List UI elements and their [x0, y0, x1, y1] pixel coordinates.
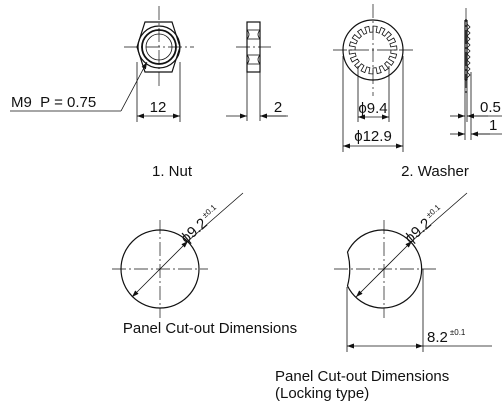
washer-outer-diameter-label: ϕ12.9	[354, 128, 392, 145]
washer-tab-offset-label: 1	[489, 117, 497, 134]
washer-front-view	[333, 4, 413, 152]
cutout-locking-caption-line1: Panel Cut-out Dimensions	[275, 368, 449, 385]
cutout-locking-diameter-label: ϕ9.2±0.1	[401, 202, 449, 247]
cutout-diameter-label: ϕ9.2±0.1	[177, 202, 225, 247]
washer-thickness-label: 0.5	[480, 99, 501, 116]
nut-across-flats-label: 12	[150, 99, 167, 116]
washer-side-view	[450, 8, 502, 140]
washer-caption: 2. Washer	[401, 163, 469, 180]
nut-thread-label: M9 P = 0.75	[11, 94, 96, 111]
cutout-caption: Panel Cut-out Dimensions	[123, 320, 297, 337]
nut-front-view	[10, 6, 194, 122]
cutout-locking-flat-width-label: 8.2±0.1	[427, 328, 466, 346]
nut-side-view	[226, 21, 288, 121]
washer-inner-diameter-label: ϕ9.4	[358, 100, 387, 117]
nut-thickness-label: 2	[274, 99, 282, 116]
nut-caption: 1. Nut	[152, 163, 193, 180]
panel-cutout-view	[112, 192, 244, 318]
cutout-locking-caption-line2: (Locking type)	[275, 385, 369, 402]
panel-cutout-locking-view	[334, 192, 492, 352]
